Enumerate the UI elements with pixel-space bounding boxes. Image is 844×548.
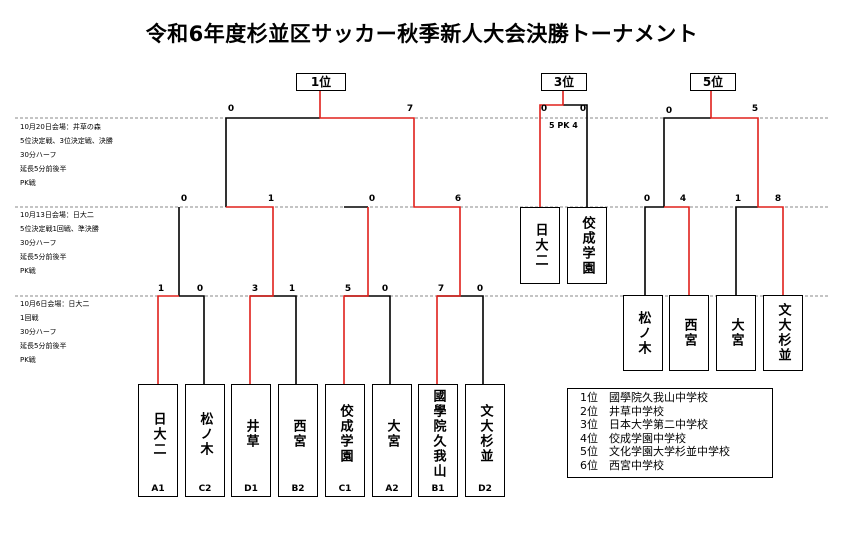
seed-label: C1 — [325, 483, 365, 497]
bracket-line — [225, 117, 320, 207]
winner-line — [664, 206, 690, 295]
bracket-line — [563, 104, 588, 207]
result-item: 4位 佼成学園中学校 — [580, 431, 686, 445]
note-line: 10月13日会場：日大二 — [20, 211, 94, 219]
score-r1: 0 — [476, 284, 484, 294]
team-box-fifth: 松ノ木 — [623, 295, 663, 371]
page-title: 令和6年度杉並区サッカー秋季新人大会決勝トーナメント — [145, 22, 699, 46]
score-fifth-final-right: 5 — [751, 104, 759, 114]
note-line: 10月6日会場：日大二 — [20, 300, 90, 308]
team-box: 大宮 — [372, 384, 412, 484]
team-box: 佼成学園 — [325, 384, 365, 484]
bracket-line — [644, 206, 664, 295]
score-third-left: 0 — [540, 104, 548, 114]
pk-score: 5 PK 4 — [549, 121, 578, 130]
score-r1: 1 — [157, 284, 165, 294]
winner-line — [319, 89, 461, 384]
winner-line — [157, 295, 179, 384]
score-fifth-r1: 8 — [774, 194, 782, 204]
winner-line — [710, 89, 784, 295]
bracket-line — [437, 295, 484, 384]
note-line: PK戦 — [20, 179, 36, 187]
note-line: 5位決定戦1回戦、準決勝 — [20, 225, 99, 233]
result-item: 3位 日本大学第二中学校 — [580, 418, 708, 431]
note-line: 5位決定戦、3位決定戦、決勝 — [20, 137, 113, 145]
note-line: 延長5分前後半 — [20, 253, 67, 261]
seed-label: D1 — [231, 483, 271, 497]
result-item: 6位 西宮中学校 — [580, 458, 664, 472]
team-box-third: 日大二 — [520, 207, 560, 284]
score-sf: 0 — [368, 194, 376, 204]
score-fifth-final-left: 0 — [665, 106, 673, 116]
score-r1: 3 — [251, 284, 259, 294]
note-line: 30分ハーフ — [20, 151, 57, 159]
seed-label: B2 — [278, 483, 318, 497]
winner-line — [539, 89, 564, 207]
score-final-left: 0 — [227, 104, 235, 114]
bracket-line — [179, 295, 205, 384]
team-box-fifth: 西宮 — [669, 295, 709, 371]
score-sf: 6 — [454, 194, 462, 204]
note-line: PK戦 — [20, 267, 36, 275]
note-line: PK戦 — [20, 356, 36, 364]
result-item: 1位 國學院久我山中学校 — [580, 391, 708, 404]
team-box: 文大杉並 — [465, 384, 505, 484]
bracket-line — [663, 117, 711, 207]
team-box-fifth: 文大杉並 — [763, 295, 803, 371]
team-box: 日大二 — [138, 384, 178, 484]
seed-label: A1 — [138, 483, 178, 497]
seed-label: A2 — [372, 483, 412, 497]
rank-box-first: 1位 — [296, 73, 346, 91]
note-line: 1回戦 — [20, 314, 39, 322]
note-line: 延長5分前後半 — [20, 165, 67, 173]
score-r1: 7 — [437, 284, 445, 294]
score-fifth-r1: 1 — [734, 194, 742, 204]
score-r1: 5 — [344, 284, 352, 294]
winner-line — [226, 206, 274, 384]
seed-label: B1 — [418, 483, 458, 497]
score-r1: 0 — [196, 284, 204, 294]
round-note-first: 10月6日会場：日大二 1回戦 30分ハーフ 延長5分前後半 PK戦 — [20, 297, 89, 367]
note-line: 30分ハーフ — [20, 239, 57, 247]
winner-line — [343, 207, 369, 384]
note-line: 延長5分前後半 — [20, 342, 67, 350]
score-fifth-r1: 4 — [679, 194, 687, 204]
score-third-right: 0 — [579, 104, 587, 114]
result-item: 2位 井草中学校 — [580, 404, 664, 418]
round-note-final: 10月20日会場：井草の森 5位決定戦、3位決定戦、決勝 30分ハーフ 延長5分… — [20, 120, 113, 190]
score-sf: 0 — [180, 194, 188, 204]
score-fifth-r1: 0 — [643, 194, 651, 204]
rank-box-third: 3位 — [541, 73, 587, 91]
rank-box-fifth: 5位 — [690, 73, 736, 91]
note-line: 10月20日会場：井草の森 — [20, 123, 101, 131]
result-item: 5位 文化学園大学杉並中学校 — [580, 445, 730, 458]
team-box: 松ノ木 — [185, 384, 225, 484]
bracket-line — [735, 206, 758, 295]
score-sf: 1 — [267, 194, 275, 204]
bracket-line — [250, 295, 297, 384]
round-note-semifinal: 10月13日会場：日大二 5位決定戦1回戦、準決勝 30分ハーフ 延長5分前後半… — [20, 208, 99, 278]
score-final-right: 7 — [406, 104, 414, 114]
team-box-fifth: 大宮 — [716, 295, 756, 371]
team-box: 西宮 — [278, 384, 318, 484]
bracket-line — [344, 295, 391, 384]
team-box: 井草 — [231, 384, 271, 484]
team-box-third: 佼成学園 — [567, 207, 607, 284]
team-box: 國學院久我山 — [418, 384, 458, 484]
note-line: 30分ハーフ — [20, 328, 57, 336]
score-r1: 0 — [381, 284, 389, 294]
seed-label: C2 — [185, 483, 225, 497]
score-r1: 1 — [288, 284, 296, 294]
results-list: 1位 國學院久我山中学校 2位 井草中学校 3位 日本大学第二中学校 4位 佼成… — [567, 388, 773, 478]
seed-label: D2 — [465, 483, 505, 497]
